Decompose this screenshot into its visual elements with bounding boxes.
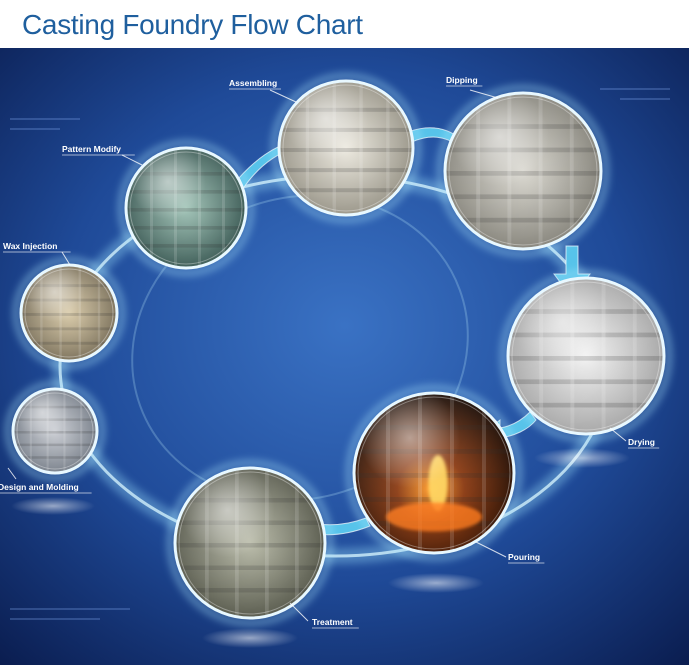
stage-label-text: Drying bbox=[628, 437, 655, 447]
sphere-glow bbox=[437, 85, 609, 257]
floor-glows bbox=[11, 448, 630, 648]
stage-label-text: Dipping bbox=[446, 75, 478, 85]
flow-diagram: Design and Molding Wax Injection Pattern M… bbox=[0, 48, 689, 665]
stage-treatment bbox=[167, 460, 333, 626]
stage-label-text: Pattern Modify bbox=[62, 144, 121, 154]
sphere-rim bbox=[124, 146, 248, 270]
sphere-rim bbox=[19, 263, 119, 363]
stage-labels: Design and Molding Wax Injection Pattern M… bbox=[0, 75, 660, 629]
sphere-glow bbox=[118, 140, 254, 276]
stage-drying bbox=[500, 270, 672, 442]
stage-spheres bbox=[5, 73, 672, 626]
stage-label: Pouring bbox=[475, 541, 545, 564]
stage-label: Pattern Modify bbox=[62, 144, 143, 166]
stage-wax-injection bbox=[13, 257, 125, 369]
page-title: Casting Foundry Flow Chart bbox=[22, 9, 363, 40]
stage-pouring bbox=[346, 385, 522, 561]
sphere-rim bbox=[11, 387, 99, 475]
background-texture bbox=[10, 88, 670, 620]
sphere-rim bbox=[506, 276, 666, 436]
stage-label: Dipping bbox=[446, 75, 499, 99]
stage-label-text: Wax Injection bbox=[3, 241, 57, 251]
stage-label-text: Design and Molding bbox=[0, 482, 79, 492]
diagram-area: Design and Molding Wax Injection Pattern M… bbox=[0, 48, 689, 665]
sphere-glow bbox=[5, 381, 105, 481]
stage-label: Treatment bbox=[289, 602, 359, 629]
stage-label-text: Assembling bbox=[229, 78, 277, 88]
sphere-glow bbox=[167, 460, 333, 626]
header: Casting Foundry Flow Chart bbox=[0, 0, 689, 48]
sphere-rim bbox=[173, 466, 327, 620]
stage-label: Wax Injection bbox=[3, 241, 71, 266]
sphere-rim bbox=[443, 91, 603, 251]
stage-label-text: Treatment bbox=[312, 617, 353, 627]
stage-label: Assembling bbox=[229, 78, 297, 103]
sphere-rim bbox=[277, 79, 415, 217]
stage-pattern-modify bbox=[118, 140, 254, 276]
stage-dipping bbox=[437, 85, 609, 257]
stage-design-and-molding bbox=[5, 381, 105, 481]
sphere-glow bbox=[13, 257, 125, 369]
stage-label: Design and Molding bbox=[0, 467, 92, 494]
sphere-rim bbox=[352, 391, 516, 555]
sphere-glow bbox=[346, 385, 522, 561]
sphere-glow bbox=[271, 73, 421, 223]
sphere-glow bbox=[500, 270, 672, 442]
stage-assembling bbox=[271, 73, 421, 223]
stage-label-text: Pouring bbox=[508, 552, 540, 562]
stage-label: Drying bbox=[609, 427, 660, 449]
